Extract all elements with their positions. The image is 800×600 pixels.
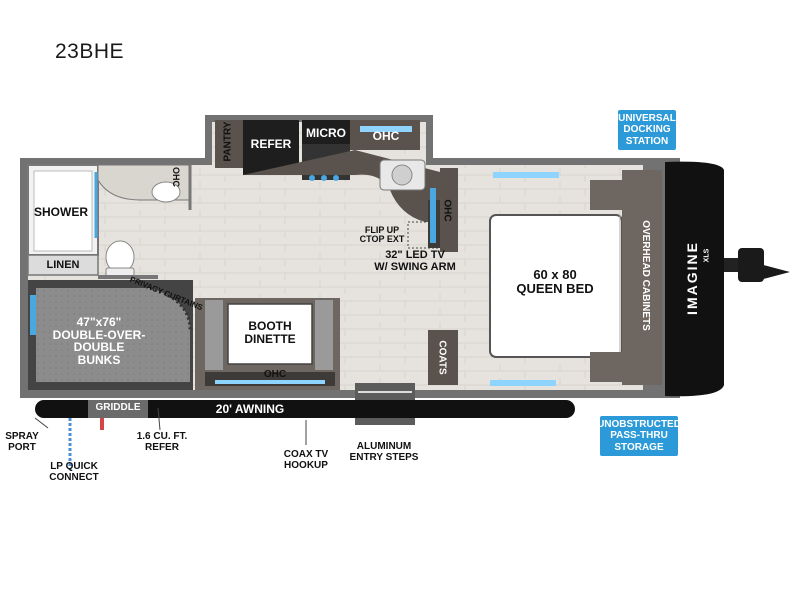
bedroom-area bbox=[428, 170, 662, 386]
bunks-area bbox=[28, 280, 193, 390]
exterior-leaders bbox=[34, 407, 307, 470]
outside-refer-label: 1.6 CU. FT. REFER bbox=[136, 431, 188, 453]
booth-dinette-label: BOOTH DINETTE bbox=[244, 319, 296, 346]
dinette-area bbox=[195, 298, 340, 390]
bathroom bbox=[27, 164, 192, 279]
bed-label: 60 x 80 QUEEN BED bbox=[516, 267, 594, 296]
model-title: 23BHE bbox=[55, 40, 125, 63]
flip-up-label: FLIP UP CTOP EXT bbox=[359, 225, 405, 245]
coax-label: COAX TV HOOKUP bbox=[283, 449, 329, 471]
overhead-cabinets-label: OVERHEAD CABINETS bbox=[639, 220, 651, 331]
docking-station-callout: UNIVERSAL DOCKING STATION bbox=[618, 110, 676, 150]
spray-port-label: SPRAY PORT bbox=[5, 431, 39, 453]
bath-ohc-label: OHC bbox=[171, 167, 181, 187]
kitchen-slide bbox=[215, 120, 458, 252]
coats-label: COATS bbox=[436, 340, 448, 375]
shower-label: SHOWER bbox=[34, 205, 88, 219]
refer-label: REFER bbox=[250, 137, 292, 151]
lp-quick-connect-label: LP QUICK CONNECT bbox=[49, 461, 99, 483]
pantry-label: PANTRY bbox=[222, 121, 234, 162]
pass-thru-storage-callout: UNOBSTRUCTED PASS-THRU STORAGE bbox=[597, 416, 681, 456]
front-cap bbox=[665, 161, 790, 397]
awning-bar bbox=[35, 400, 575, 418]
brand-logo: IMAGINE bbox=[683, 241, 700, 315]
linen-label: LINEN bbox=[46, 259, 80, 271]
awning-label: 20' AWNING bbox=[215, 402, 285, 416]
entry-steps-label: ALUMINUM ENTRY STEPS bbox=[349, 441, 419, 463]
kitchen-side-ohc-label: OHC bbox=[441, 199, 453, 222]
griddle-label: GRIDDLE bbox=[95, 402, 141, 413]
bunks-label: 47"x76" DOUBLE-OVER-DOUBLE BUNKS bbox=[52, 315, 146, 367]
tv-label: 32" LED TV W/ SWING ARM bbox=[374, 249, 456, 273]
dinette-ohc-label: OHC bbox=[263, 369, 287, 380]
brand-sub-logo: XLS bbox=[703, 248, 711, 263]
micro-label: MICRO bbox=[306, 126, 346, 140]
kitchen-ohc-label: OHC bbox=[372, 129, 400, 143]
